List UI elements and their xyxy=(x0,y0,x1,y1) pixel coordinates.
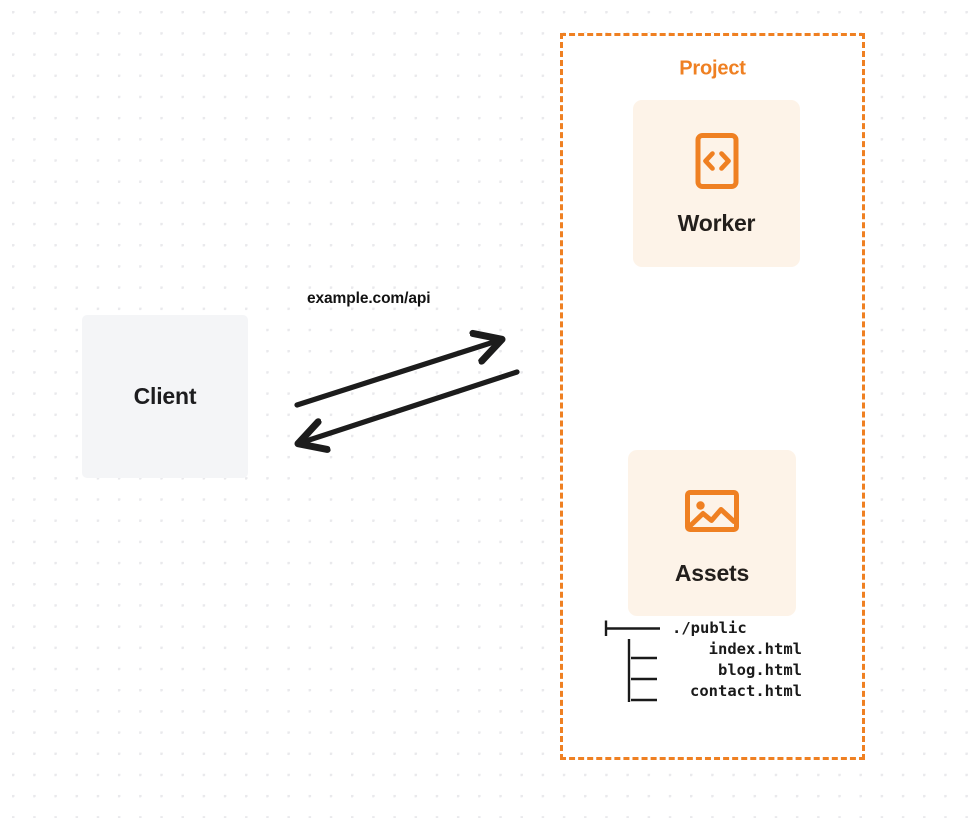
request-url-label: example.com/api xyxy=(307,290,431,307)
file-tree-root-row: ./public xyxy=(604,618,804,639)
file-tree-item-row: contact.html xyxy=(604,681,804,702)
client-label: Client xyxy=(133,383,197,409)
worker-node[interactable]: Worker xyxy=(633,100,800,267)
file-tree-item-label: blog.html xyxy=(718,661,802,679)
arrow-response-inbound xyxy=(300,369,520,443)
worker-label: Worker xyxy=(677,210,756,236)
client-node[interactable]: Client xyxy=(82,315,248,478)
tree-branch-icon xyxy=(627,660,657,681)
code-brackets-icon xyxy=(695,133,738,189)
arrow-request-outbound xyxy=(294,340,500,408)
assets-label: Assets xyxy=(674,559,750,586)
file-tree-root-label: ./public xyxy=(672,619,747,637)
assets-node[interactable]: Assets xyxy=(628,450,796,616)
project-title: Project xyxy=(672,57,753,81)
file-tree-item-row: blog.html xyxy=(604,660,804,681)
file-tree-item-label: contact.html xyxy=(690,682,802,700)
tree-branch-icon xyxy=(627,639,657,660)
assets-file-tree: ./public index.html blog.html contact.ht… xyxy=(604,618,804,702)
tree-branch-icon xyxy=(627,681,657,702)
file-tree-item-row: index.html xyxy=(604,639,804,660)
image-picture-icon xyxy=(685,489,739,532)
file-tree-item-label: index.html xyxy=(708,640,802,658)
tree-branch-icon xyxy=(604,620,660,636)
